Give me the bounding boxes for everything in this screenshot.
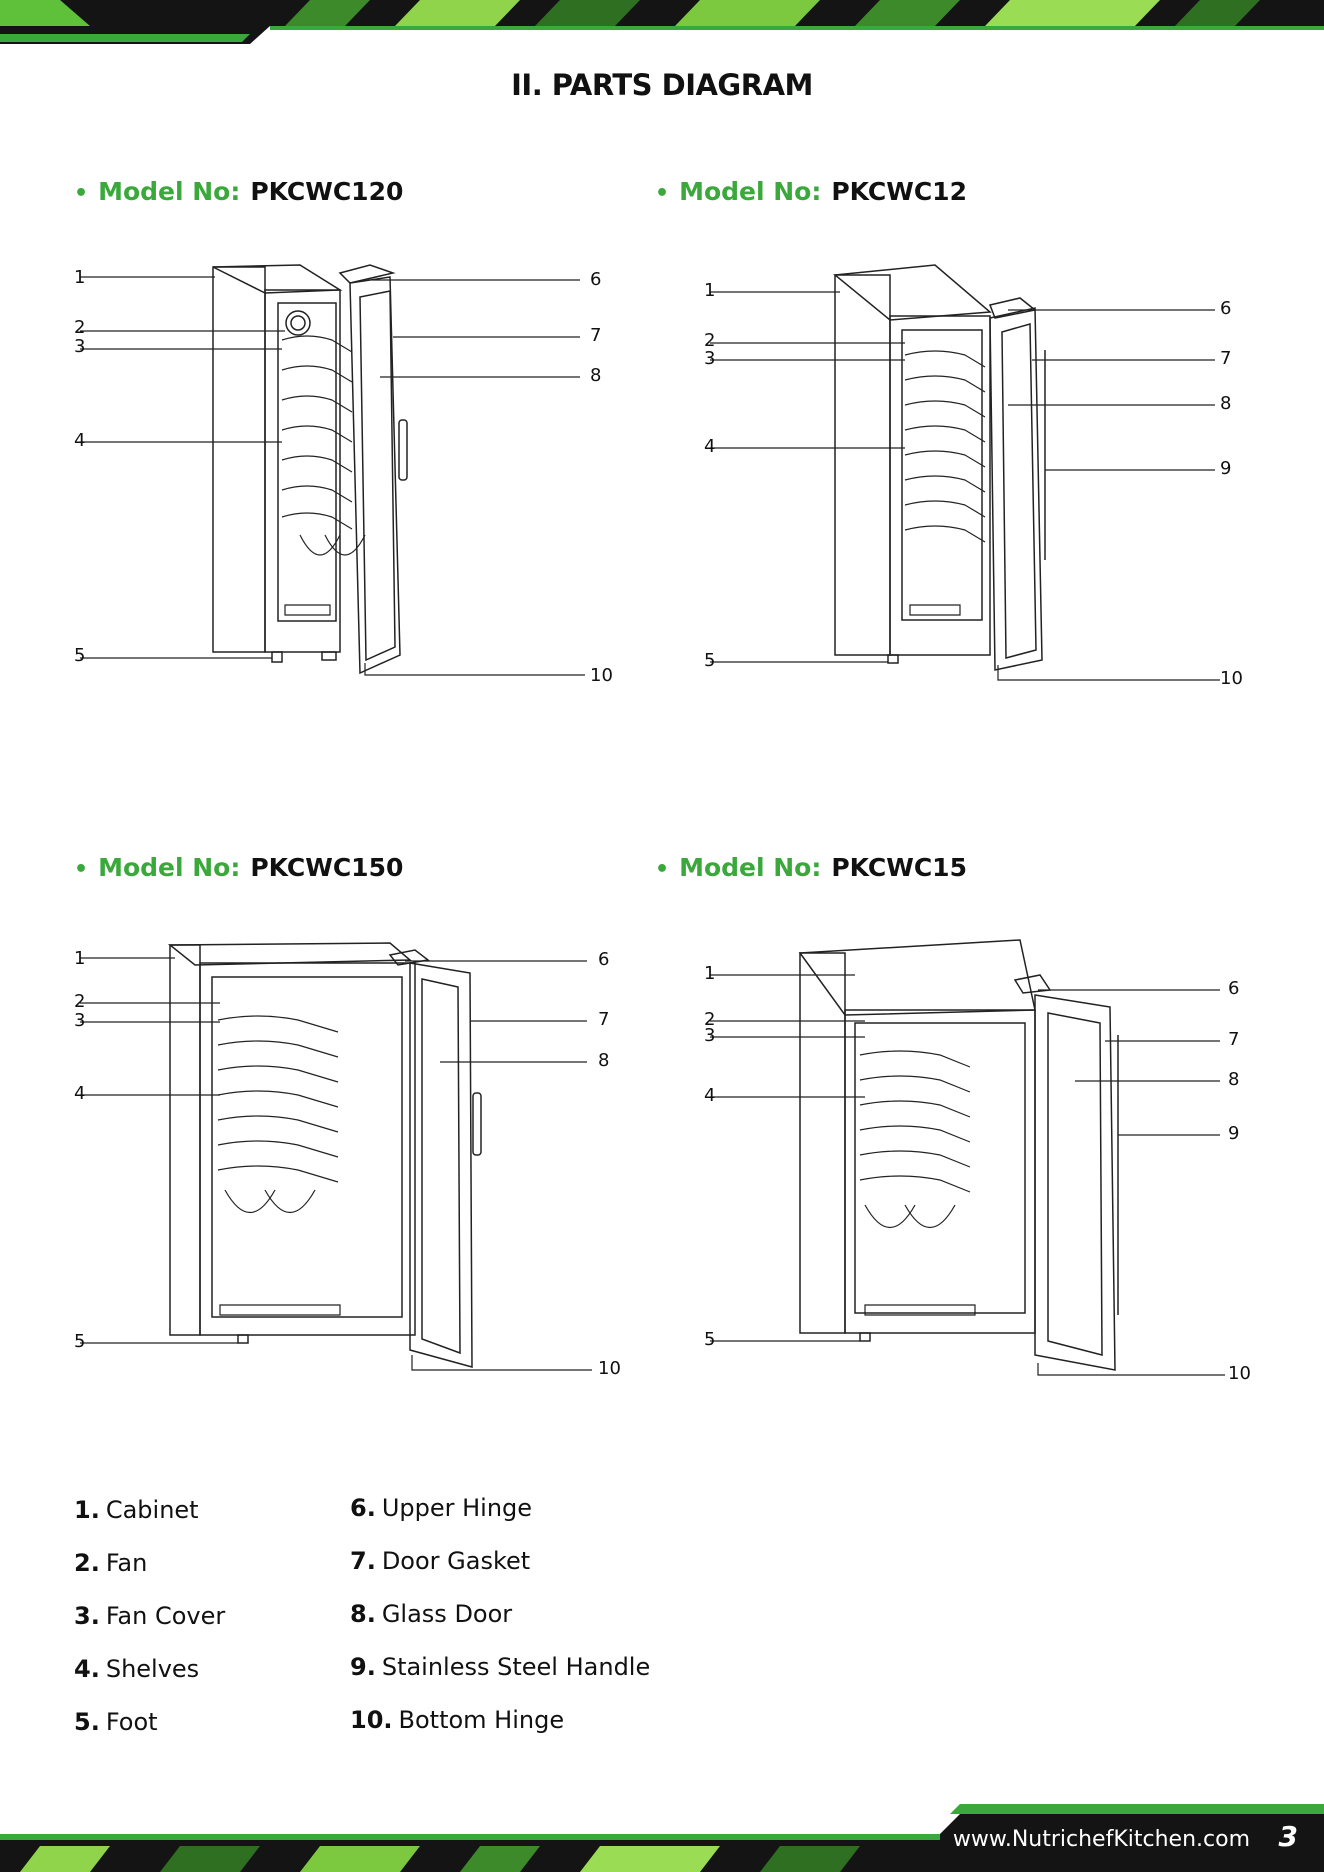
fridge-illustration — [798, 939, 1119, 1371]
legend-item: 3.Fan Cover — [74, 1602, 226, 1630]
callout-8: 8 — [1220, 393, 1232, 414]
callout-3: 3 — [704, 1025, 716, 1046]
callout-4: 4 — [74, 1083, 86, 1104]
fridge-illustration — [833, 264, 1046, 671]
callout-5: 5 — [74, 1331, 86, 1352]
callout-3: 3 — [74, 336, 86, 357]
callout-5: 5 — [74, 645, 86, 666]
model-heading-4: •Model No:PKCWC15 — [655, 853, 967, 882]
page-title: II. PARTS DIAGRAM — [511, 68, 813, 102]
bullet-icon: • — [655, 181, 670, 206]
fridge-illustration — [212, 264, 408, 675]
callout-2: 2 — [74, 317, 86, 338]
legend-item: 6.Upper Hinge — [350, 1494, 533, 1522]
legend-item: 5.Foot — [74, 1708, 158, 1736]
callout-7: 7 — [1220, 348, 1232, 369]
callout-6: 6 — [590, 269, 602, 290]
parts-diagram-4: 1 2 3 4 5 6 7 8 9 10 — [690, 935, 1251, 1455]
fridge-illustration — [167, 942, 482, 1368]
callout-8: 8 — [590, 365, 602, 386]
parts-diagram-1: 1 2 3 4 5 6 7 8 10 — [60, 255, 620, 775]
callout-10: 10 — [590, 665, 613, 686]
callout-6: 6 — [1228, 978, 1240, 999]
legend-item: 10.Bottom Hinge — [350, 1706, 565, 1734]
callout-10: 10 — [598, 1358, 621, 1379]
callout-2: 2 — [704, 1009, 716, 1030]
callout-3: 3 — [704, 348, 716, 369]
callout-9: 9 — [1228, 1123, 1240, 1144]
callout-7: 7 — [598, 1009, 610, 1030]
callout-10: 10 — [1228, 1363, 1251, 1384]
page-number: 3 — [1278, 1820, 1298, 1853]
callout-2: 2 — [704, 330, 716, 351]
callout-8: 8 — [598, 1050, 610, 1071]
legend-item: 7.Door Gasket — [350, 1547, 531, 1575]
callout-7: 7 — [1228, 1029, 1240, 1050]
leader-lines — [80, 276, 585, 676]
callout-4: 4 — [74, 430, 86, 451]
callout-5: 5 — [704, 650, 716, 671]
callout-10: 10 — [1220, 668, 1243, 689]
callout-1: 1 — [704, 963, 716, 984]
callout-1: 1 — [74, 267, 86, 288]
callout-3: 3 — [74, 1010, 86, 1031]
top-banner — [0, 0, 1324, 44]
leader-lines — [710, 291, 1220, 681]
bottom-banner — [0, 1804, 1324, 1872]
legend-item: 8.Glass Door — [350, 1600, 513, 1628]
callout-1: 1 — [704, 280, 716, 301]
callout-4: 4 — [704, 1085, 716, 1106]
legend-item: 2.Fan — [74, 1549, 148, 1577]
callout-7: 7 — [590, 325, 602, 346]
callout-5: 5 — [704, 1329, 716, 1350]
footer-url[interactable]: www.NutrichefKitchen.com — [952, 1827, 1250, 1852]
model-heading-1: •Model No:PKCWC120 — [74, 177, 404, 206]
legend-item: 9.Stainless Steel Handle — [350, 1653, 651, 1681]
callout-4: 4 — [704, 436, 716, 457]
legend-item: 1.Cabinet — [74, 1496, 199, 1524]
bullet-icon: • — [74, 181, 89, 206]
callout-6: 6 — [598, 949, 610, 970]
callout-8: 8 — [1228, 1069, 1240, 1090]
leader-lines — [710, 974, 1225, 1376]
callout-9: 9 — [1220, 458, 1232, 479]
callout-2: 2 — [74, 991, 86, 1012]
parts-diagram-2: 1 2 3 4 5 6 7 8 9 10 — [690, 260, 1250, 780]
callout-1: 1 — [74, 948, 86, 969]
bullet-icon: • — [74, 857, 89, 882]
parts-diagram-3: 1 2 3 4 5 6 7 8 10 — [60, 935, 621, 1455]
bullet-icon: • — [655, 857, 670, 882]
legend-item: 4.Shelves — [74, 1655, 200, 1683]
callout-6: 6 — [1220, 298, 1232, 319]
leader-lines — [80, 957, 592, 1371]
model-heading-3: •Model No:PKCWC150 — [74, 853, 404, 882]
model-heading-2: •Model No:PKCWC12 — [655, 177, 967, 206]
